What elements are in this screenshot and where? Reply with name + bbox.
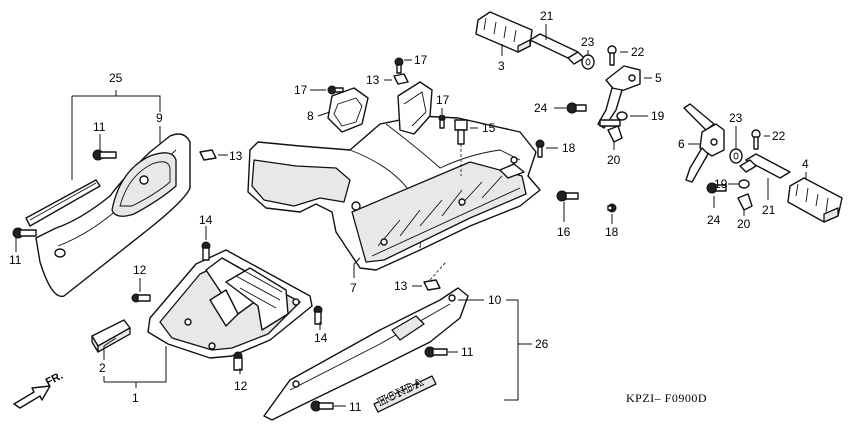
callout-15: 15 [482,121,496,135]
callout-11-upper: 11 [93,120,106,134]
washer-19-upper [616,111,628,121]
footpeg-shaft-21-lower [739,153,791,179]
bracket-13-upper [397,81,433,135]
callout-25: 25 [109,71,123,85]
callout-11-skirt-upper: 11 [461,345,474,359]
pin-22-lower [751,129,761,150]
under-tray [147,249,313,359]
callout-18-lower: 18 [605,225,619,239]
footpeg-shaft-21-upper [529,33,585,65]
diagram-code: KPZI– F0900D [626,391,707,405]
clip-13-left [199,149,217,161]
callout-22-upper: 22 [631,45,645,59]
callout-7: 7 [350,281,357,295]
callout-22-lower: 22 [772,129,786,143]
callout-9: 9 [156,111,163,125]
floor-panel-main [247,115,541,271]
callout-8: 8 [307,109,314,123]
callout-12-lower: 12 [234,379,248,393]
bolt-12-lower [233,351,243,371]
callout-16: 16 [557,225,571,239]
callout-5: 5 [655,71,662,85]
bolt-11-lower [12,227,37,239]
cotter-pin-20-lower [737,193,753,211]
footpeg-bracket-5 [597,65,641,129]
bolt-11-skirt-lower [310,400,334,412]
callout-11-lower: 11 [9,253,22,267]
callout-13-top: 13 [366,73,380,87]
callout-3: 3 [498,59,505,73]
callout-11-skirt-lower: 11 [349,400,362,414]
callout-26: 26 [535,337,549,351]
bolt-18-lower [607,203,617,213]
callout-21-upper: 21 [540,9,554,23]
bolt-24-lower [706,182,727,194]
callout-19-upper: 19 [651,109,665,123]
callout-1: 1 [132,391,139,405]
leader-lines [15,24,807,407]
callout-18-upper: 18 [562,141,576,155]
washer-19-lower [738,179,750,189]
bolt-12-upper [131,293,151,303]
footpeg-bracket-6 [683,103,725,183]
honda-emblem: HONDA [373,374,437,413]
callout-17-left: 17 [294,83,308,97]
clip-13-lower [423,279,441,291]
washer-23-lower [729,148,743,164]
bolt-11-upper [92,149,117,161]
bolt-14-upper [201,241,211,261]
callout-6: 6 [678,137,685,151]
callout-20-upper: 20 [607,153,621,167]
trim-strip [25,179,101,227]
callout-4: 4 [802,157,809,171]
callout-23-lower: 23 [729,111,743,125]
callout-23-upper: 23 [581,35,595,49]
lower-skirt [263,287,469,421]
footpeg-rubber-4 [787,177,843,223]
callout-13-lower: 13 [394,279,408,293]
bolt-14-lower [313,305,323,325]
screw-17-left [327,85,344,95]
bolt-18-upper [535,139,545,158]
front-direction-label: FR. [44,370,65,389]
bolt-24-upper [566,102,587,114]
plate-8 [327,87,369,133]
callout-14-lower: 14 [314,331,328,345]
callout-numbers: 25 9 11 11 13 14 12 14 2 12 1 17 8 17 13… [9,9,809,414]
callout-12-upper: 12 [133,263,147,277]
callout-24-upper: 24 [534,101,548,115]
bolt-16 [556,190,579,202]
cotter-pin-20-upper [607,125,623,143]
callout-17-top: 17 [414,53,428,67]
front-direction-arrow: FR. [13,370,65,409]
callout-17-right: 17 [436,93,450,107]
callout-21-lower: 21 [762,203,776,217]
callout-24-lower: 24 [707,213,721,227]
pad-2 [91,319,131,353]
clip-13-top [393,73,409,85]
callout-13-left: 13 [229,149,243,163]
callout-10: 10 [488,293,502,307]
callout-2: 2 [99,361,106,375]
screw-17-top [394,57,404,74]
footpeg-rubber-3 [475,11,533,53]
side-cover-left [35,133,191,298]
callout-20-lower: 20 [737,217,751,231]
pin-22-upper [607,45,617,66]
callout-19-lower: 19 [714,177,728,191]
bolt-11-skirt-upper [424,346,448,358]
callout-14-upper: 14 [199,213,213,227]
screw-17-right [438,114,446,129]
washer-23-upper [581,54,595,70]
